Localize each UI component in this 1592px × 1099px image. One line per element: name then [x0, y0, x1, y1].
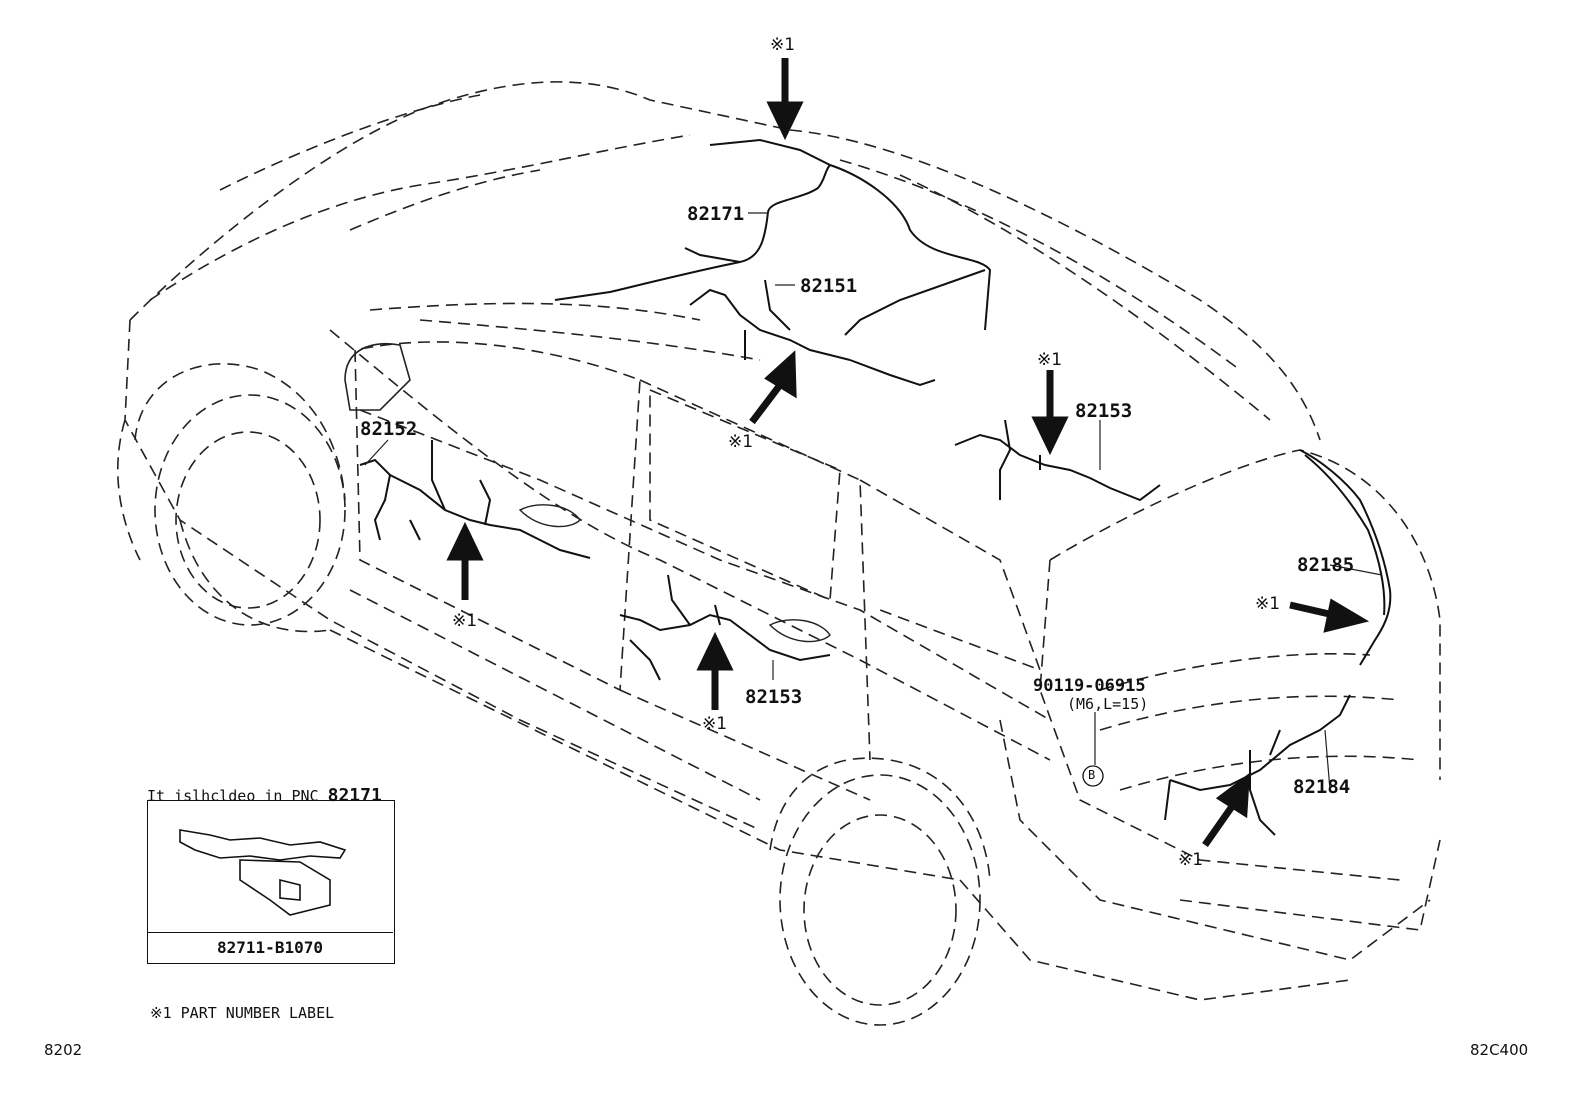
harness-82152: [359, 440, 591, 559]
side-mirror: [344, 343, 411, 411]
harness-82153-door: [619, 574, 831, 681]
callout-82171[interactable]: 82171: [687, 203, 745, 225]
leader-lines: [364, 212, 1383, 791]
front-wheel: [134, 363, 346, 626]
vehicle-outline: [117, 81, 1441, 1001]
label-mark-rear-door: ※1: [702, 714, 728, 734]
bolt-ref-circle: [1082, 765, 1104, 787]
callout-bolt-part[interactable]: 90119-06915: [1033, 676, 1146, 696]
harness-82171: [554, 138, 992, 336]
callout-82153-door[interactable]: 82153: [745, 686, 803, 708]
label-mark-roof-right: ※1: [1037, 350, 1063, 370]
callout-82151[interactable]: 82151: [800, 275, 858, 297]
harness-82185: [1299, 449, 1392, 666]
harness-82184: [1164, 694, 1351, 836]
label-mark-front-door: ※1: [452, 611, 478, 631]
callout-82153-roof[interactable]: 82153: [1075, 400, 1133, 422]
inset-part-number[interactable]: 82711-B1070: [147, 932, 393, 963]
bolt-spec: (M6,L=15): [1067, 695, 1149, 713]
label-mark-rear-bottom: ※1: [1178, 850, 1204, 870]
callout-82152[interactable]: 82152: [360, 418, 418, 440]
callout-82184[interactable]: 82184: [1293, 776, 1351, 798]
harness-82151: [689, 279, 936, 387]
label-mark-mid: ※1: [728, 432, 754, 452]
door-handles: [518, 504, 831, 643]
label-arrows: [446, 58, 1370, 848]
bolt-ref-letter: B: [1088, 768, 1096, 782]
page-code-right: 82C400: [1470, 1041, 1529, 1059]
label-mark-top: ※1: [770, 35, 796, 55]
harness-82153-roof: [954, 419, 1161, 502]
page-code-left: 8202: [44, 1041, 83, 1059]
clip-illustration: [179, 829, 347, 916]
rear-wheel: [769, 757, 991, 1026]
inset-box: [147, 800, 395, 964]
callout-82185[interactable]: 82185: [1297, 554, 1355, 576]
footnote: ※1 PART NUMBER LABEL: [150, 1004, 335, 1022]
label-mark-tailgate: ※1: [1255, 594, 1281, 614]
